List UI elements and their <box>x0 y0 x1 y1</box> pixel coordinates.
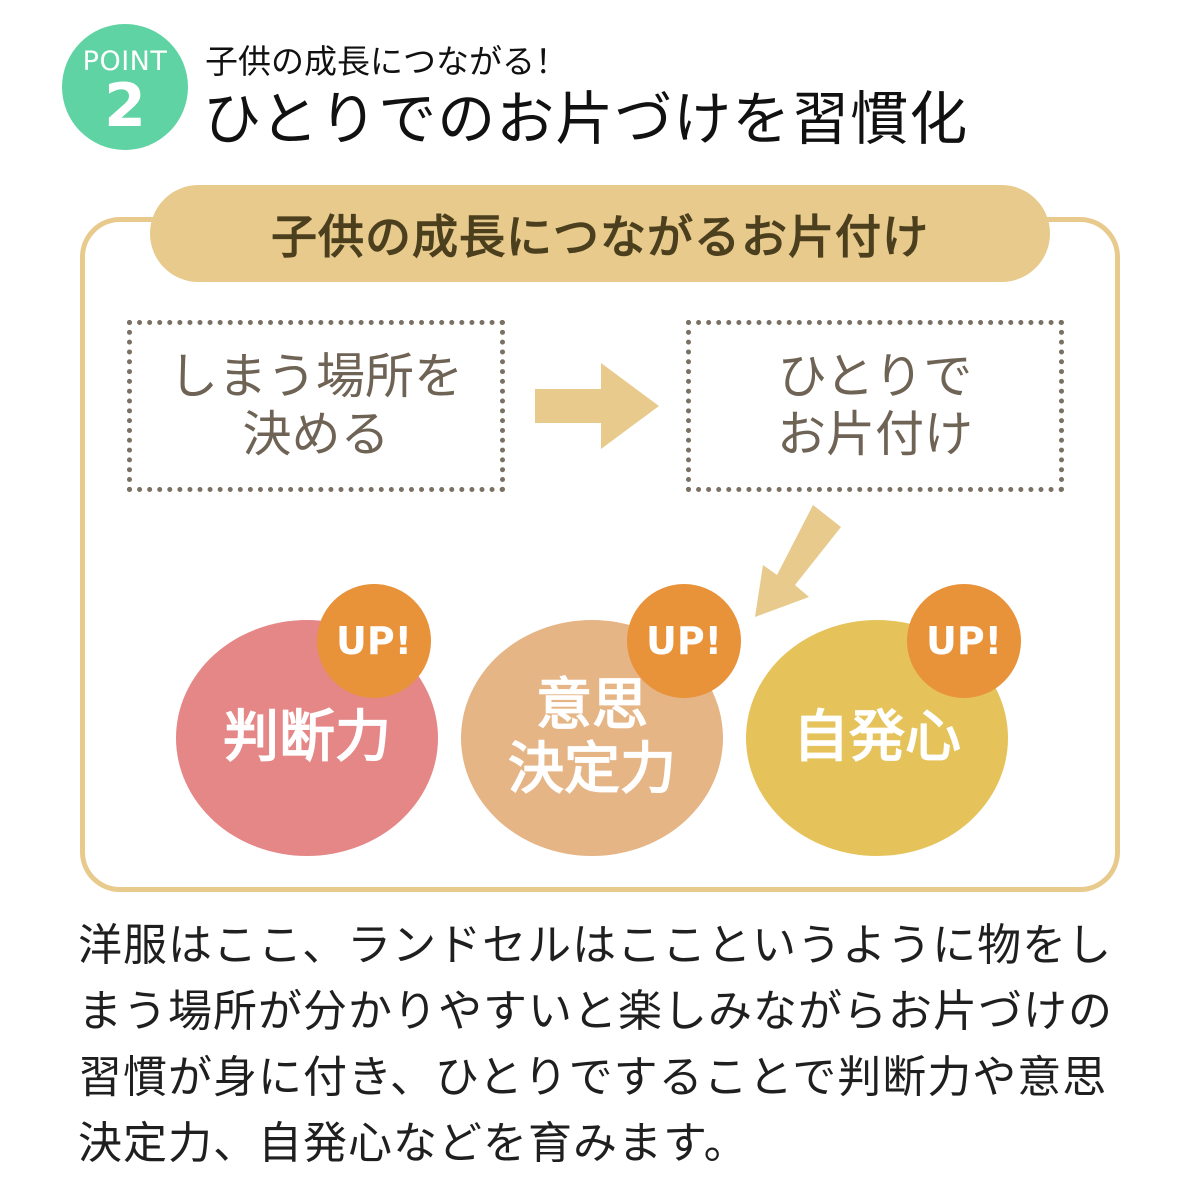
skill-circle-decision-making: 意思 決定力 <box>461 620 723 856</box>
point-badge: POINT 2 <box>62 24 188 150</box>
skill-label: 意思 決定力 <box>508 673 676 802</box>
point-badge-word: POINT <box>82 46 168 77</box>
up-badge: UP! <box>627 584 741 698</box>
step-box-decide-place: しまう場所を 決める <box>127 320 505 492</box>
up-badge: UP! <box>317 584 431 698</box>
up-badge: UP! <box>907 584 1021 698</box>
page-title: ひとりでのお片づけを習慣化 <box>203 85 969 153</box>
point-badge-number: 2 <box>104 71 146 141</box>
step-label: しまう場所を 決める <box>168 348 463 463</box>
step-label: ひとりで お片付け <box>776 348 973 463</box>
step-box-tidy-alone: ひとりで お片付け <box>686 320 1064 492</box>
skill-label: 自発心 <box>793 705 961 770</box>
arrow-down-left-icon <box>755 505 841 617</box>
panel-title: 子供の成長につながるお片付け <box>150 185 1050 282</box>
arrow-right-icon <box>535 363 659 449</box>
description-text: 洋服はここ、ランドセルはここというように物をしまう場所が分かりやすいと楽しみなが… <box>78 920 1113 1169</box>
skill-label: 判断力 <box>223 705 391 770</box>
subtitle: 子供の成長につながる！ <box>205 42 568 81</box>
